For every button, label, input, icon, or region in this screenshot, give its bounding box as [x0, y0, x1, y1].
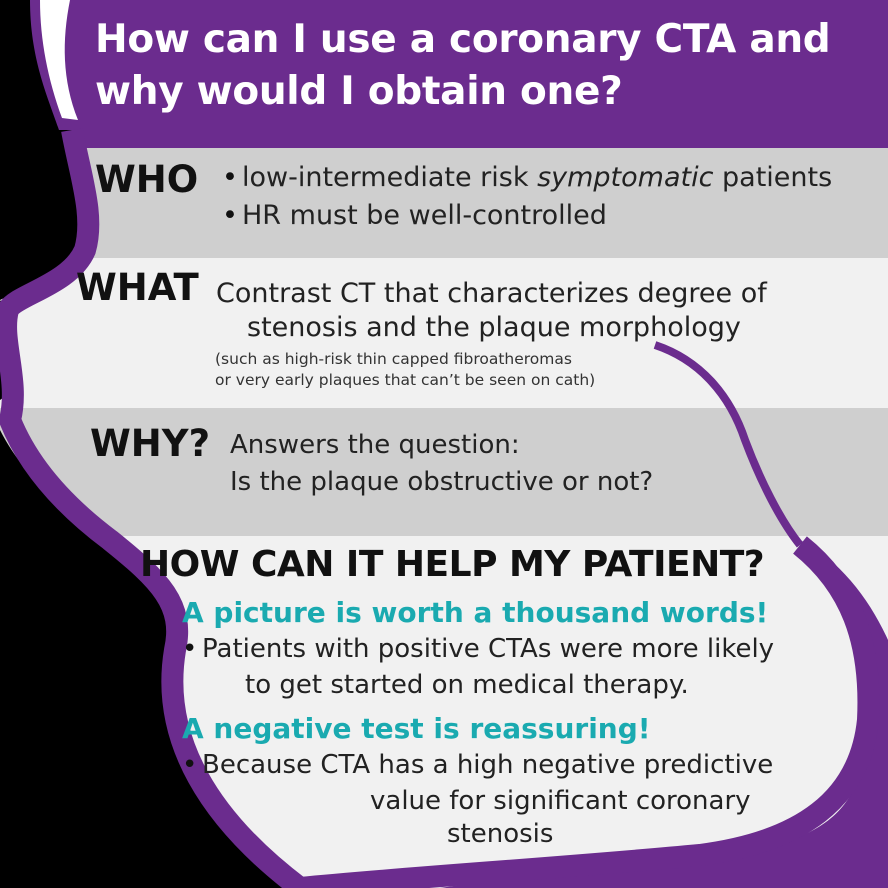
- what-band: [0, 258, 888, 408]
- what-line-1: Contrast CT that characterizes degree of: [216, 278, 767, 309]
- how-bullet-2-continuation-1: value for significant coronary: [370, 786, 751, 816]
- how-bullet-2-continuation-2: stenosis: [447, 819, 554, 849]
- who-bullet-2: HR must be well-controlled: [222, 200, 607, 231]
- why-line-2: Is the plaque obstructive or not?: [230, 467, 654, 497]
- why-heading: WHY?: [90, 422, 211, 465]
- left-black-mask-3: [0, 430, 290, 888]
- how-subheading-2: A negative test is reassuring!: [182, 712, 651, 745]
- what-note-line-2: or very early plaques that can’t be seen…: [215, 371, 596, 389]
- who-bullet-1: low-intermediate risk symptomatic patien…: [222, 162, 832, 193]
- how-bullet-1: Patients with positive CTAs were more li…: [182, 634, 774, 664]
- what-note-line-1: (such as high-risk thin capped fibroathe…: [215, 350, 572, 368]
- who-bullet-1-post: patients: [713, 162, 833, 193]
- who-bullet-1-emphasis: symptomatic: [537, 162, 714, 193]
- what-line-2: stenosis and the plaque morphology: [247, 312, 741, 343]
- how-bullet-1-continuation: to get started on medical therapy.: [245, 670, 689, 700]
- how-bullet-2-text: Because CTA has a high negative predicti…: [202, 750, 774, 780]
- left-black-mask: [0, 130, 89, 300]
- who-bullet-1-pre: low-intermediate risk: [242, 162, 538, 193]
- how-bullet-1-text: Patients with positive CTAs were more li…: [202, 634, 775, 664]
- purple-outline-bottom: [298, 536, 880, 888]
- what-heading: WHAT: [76, 266, 199, 309]
- how-bullet-2: Because CTA has a high negative predicti…: [182, 750, 773, 780]
- how-heading: HOW CAN IT HELP MY PATIENT?: [140, 544, 765, 585]
- page-title: How can I use a coronary CTA and why wou…: [95, 14, 885, 118]
- who-bullet-2-text: HR must be well-controlled: [242, 200, 607, 231]
- why-line-1: Answers the question:: [230, 430, 520, 460]
- how-band-right-edge: [470, 548, 859, 870]
- title-line-1: How can I use a coronary CTA and: [95, 17, 831, 62]
- purple-outline-left: [0, 128, 307, 888]
- purple-outline-right: [653, 341, 804, 548]
- title-line-2: why would I obtain one?: [95, 69, 623, 114]
- how-subheading-1: A picture is worth a thousand words!: [182, 596, 769, 629]
- white-swoosh: [40, 0, 78, 120]
- who-heading: WHO: [95, 158, 199, 201]
